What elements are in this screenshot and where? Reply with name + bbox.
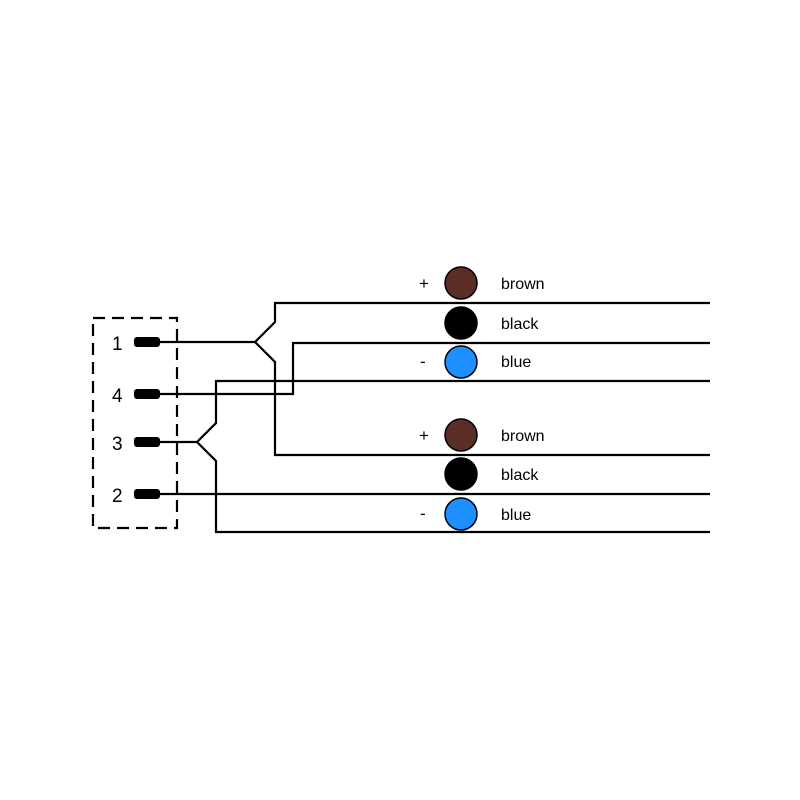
pin-3-label: 3 xyxy=(112,434,123,455)
connector-pins: 1 4 3 2 xyxy=(112,334,160,507)
pin-3: 3 xyxy=(112,434,160,455)
cable-2-wire-blue: - blue xyxy=(420,497,531,531)
cable-1-wire-blue: - blue xyxy=(420,345,531,379)
plus-symbol: + xyxy=(419,274,429,293)
pin-1: 1 xyxy=(112,334,160,355)
blue-wire-dot xyxy=(444,497,478,531)
brown-wire-dot xyxy=(444,418,478,452)
plus-symbol: + xyxy=(419,426,429,445)
cable-1-wire-black: black xyxy=(444,306,539,340)
minus-symbol: - xyxy=(420,504,426,523)
pin-4: 4 xyxy=(112,386,160,407)
brown-wire-dot xyxy=(444,266,478,300)
wires xyxy=(160,301,710,534)
pin-2-label: 2 xyxy=(112,486,123,507)
wire-pin4-to-cable1-black xyxy=(160,341,710,396)
wire-color-label: brown xyxy=(501,276,545,293)
pin-1-contact xyxy=(134,337,160,347)
wire-pin1-to-plus xyxy=(160,301,710,344)
pin-1-label: 1 xyxy=(112,334,123,355)
wire-color-label: black xyxy=(501,467,539,484)
wire-color-label: brown xyxy=(501,428,545,445)
wire-color-label: black xyxy=(501,316,539,333)
cable-2-wire-brown: + brown xyxy=(419,418,545,452)
wire-color-label: blue xyxy=(501,507,531,524)
pin-4-contact xyxy=(134,389,160,399)
connector-housing xyxy=(91,316,179,530)
pin-3-contact xyxy=(134,437,160,447)
cable-2-legend: + brown black - blue xyxy=(419,418,545,531)
blue-wire-dot xyxy=(444,345,478,379)
wire-pin3-to-cable1-minus xyxy=(160,379,710,444)
cable-1-wire-brown: + brown xyxy=(419,266,545,300)
wire-color-label: blue xyxy=(501,354,531,371)
wire-pin3-branch-cable2-minus xyxy=(196,441,710,534)
cable-2-wire-black: black xyxy=(444,457,539,491)
pin-2-contact xyxy=(134,489,160,499)
minus-symbol: - xyxy=(420,352,426,371)
black-wire-dot xyxy=(444,457,478,491)
pin-4-label: 4 xyxy=(112,386,123,407)
wire-pin1-branch-cable2-plus xyxy=(254,341,710,457)
cable-1-legend: + brown black - blue xyxy=(419,266,545,379)
pin-2: 2 xyxy=(112,486,160,507)
black-wire-dot xyxy=(444,306,478,340)
